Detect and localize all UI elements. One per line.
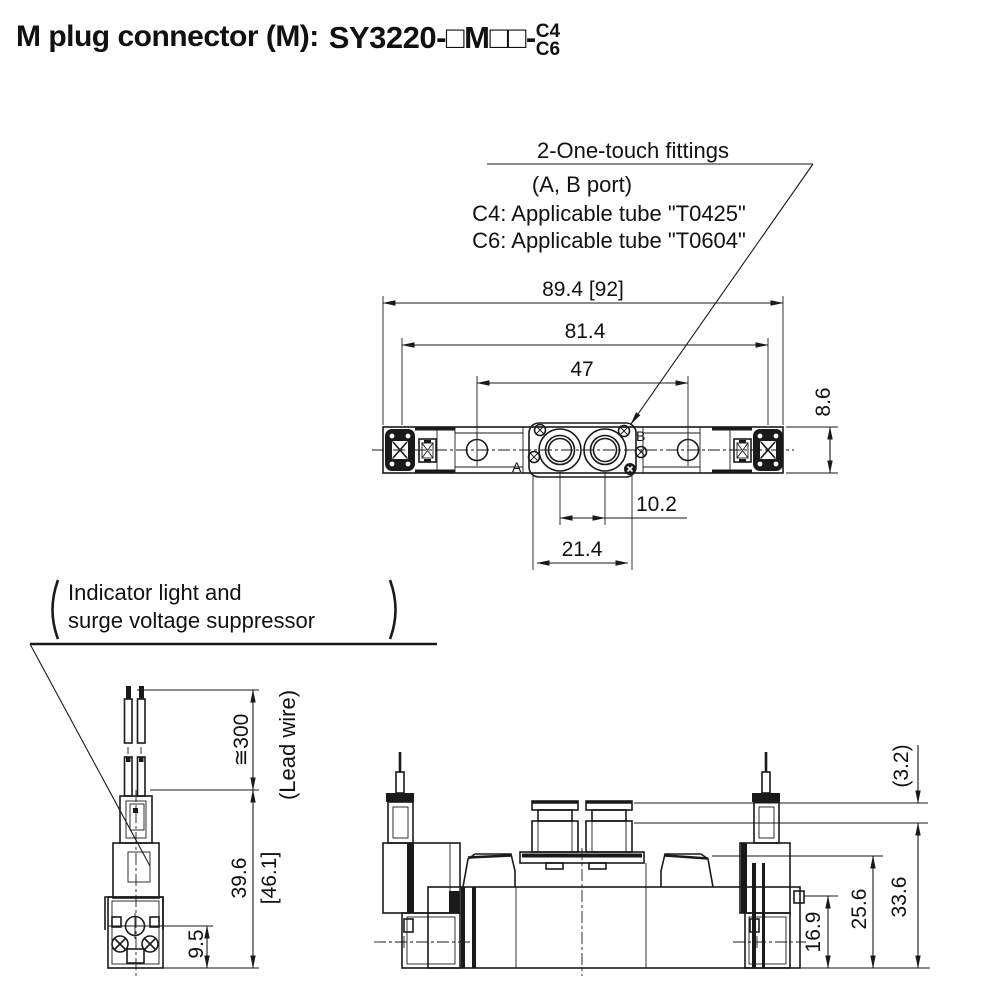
fitting-callout-line1: 2-One-touch fittings <box>537 138 729 163</box>
one-touch-fittings-side <box>531 800 633 853</box>
left-plug-connector-side <box>374 752 470 969</box>
dim-overall-width: 89.4 [92] <box>542 278 624 301</box>
dim-body-width: 81.4 <box>565 320 606 343</box>
dim-valve-height: 39.6 <box>228 858 251 899</box>
fitting-callout-line3: C4: Applicable tube "T0425" <box>472 201 746 226</box>
indicator-leader-line <box>29 643 151 867</box>
fitting-callout-line4: C6: Applicable tube "T0604" <box>472 228 746 253</box>
title-size-c4: C4 <box>535 21 561 42</box>
fitting-callout-line2: (A, B port) <box>532 172 632 197</box>
right-plug-connector-side <box>733 752 806 969</box>
port-block-end <box>107 896 164 969</box>
left-socket <box>418 438 437 463</box>
title-prefix: M plug connector (M): <box>16 20 319 53</box>
dim-port-pitch: 10.2 <box>636 493 677 516</box>
lead-wires <box>123 686 146 797</box>
dim-port-span: 21.4 <box>562 538 603 561</box>
dim-cap-protrusion: (3.2) <box>890 744 913 787</box>
port-b-label: B <box>636 428 645 444</box>
top-view: A B 89.4 [92] 81.4 47 8 <box>372 278 838 570</box>
dim-hole-pitch: 47 <box>570 358 593 381</box>
lead-wire-label: (Lead wire) <box>275 690 300 800</box>
dim-mid-height: 25.6 <box>848 889 871 930</box>
title-model-number: SY3220-□M□□- <box>328 20 536 55</box>
title-size-c6: C6 <box>535 39 561 61</box>
fitting-callout: 2-One-touch fittings (A, B port) C4: App… <box>472 138 814 425</box>
dim-lead-wire-length: ≅300 <box>230 714 253 767</box>
dim-valve-height-alt: [46.1] <box>258 852 281 905</box>
side-view: (3.2) 33.6 25.6 16.9 <box>374 744 930 976</box>
dim-port-height: 9.5 <box>185 929 208 958</box>
front-view: ≅300 (Lead wire) 39.6 [46.1] 9.5 <box>104 686 300 976</box>
right-socket <box>733 438 752 463</box>
indicator-callout: Indicator light and surge voltage suppre… <box>29 579 437 867</box>
dim-body-height: 8.6 <box>812 387 835 416</box>
page-title: M plug connector (M): SY3220-□M□□- C4 C6 <box>16 20 560 59</box>
dim-total-height: 33.6 <box>888 877 911 918</box>
port-a-label: A <box>512 459 522 475</box>
dim-port-level: 16.9 <box>802 912 825 953</box>
callout-paren-right <box>388 579 397 640</box>
indicator-callout-line2: surge voltage suppressor <box>68 608 315 633</box>
title-size-options: C4 C6 <box>535 21 561 61</box>
indicator-callout-line1: Indicator light and <box>68 580 242 605</box>
callout-paren-left <box>51 579 60 640</box>
